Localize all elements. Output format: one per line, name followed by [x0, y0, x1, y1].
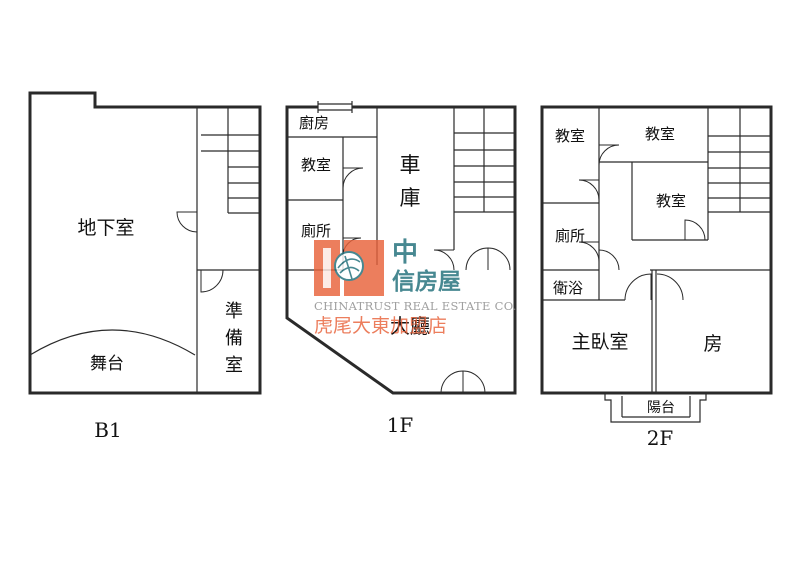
floor-label-1f: 1F: [387, 413, 414, 437]
room-balcony-label: 陽台: [647, 400, 675, 416]
room-hall-label: 大廳: [390, 314, 430, 338]
room-classroom-2f-c-label: 教室: [656, 192, 686, 210]
watermark-english-name: CHINATRUST REAL ESTATE CO.: [314, 299, 517, 313]
room-classroom-2f-b-label: 教室: [645, 125, 675, 143]
room-prep-label-3: 室: [225, 355, 243, 376]
room-basement-label: 地下室: [77, 217, 134, 239]
watermark-logo: 中 信房屋 CHINATRUST REAL ESTATE CO. 虎尾大東加盟店: [314, 238, 517, 337]
2f-balcony: [604, 393, 707, 423]
room-classroom-2f-a-label: 教室: [555, 127, 585, 145]
room-bedroom-label: 房: [703, 333, 722, 355]
2f-staircase: [708, 107, 771, 213]
brand-logo-mark: [314, 240, 384, 296]
floor-1f: 廚房 教室 廁所 車 庫 大廳 1F: [285, 101, 517, 437]
room-bath-label: 衛浴: [553, 279, 583, 297]
room-garage-label-2: 庫: [400, 186, 421, 210]
1f-staircase: [454, 107, 515, 213]
watermark-brand-char: 中: [392, 238, 418, 268]
room-master-bedroom-label: 主臥室: [571, 331, 628, 353]
room-prep-label-2: 備: [225, 328, 243, 349]
watermark-brand-name: 信房屋: [392, 268, 461, 295]
room-toilet-2f-label: 廁所: [555, 227, 585, 245]
room-garage-label-1: 車: [400, 153, 421, 177]
room-kitchen-label: 廚房: [299, 114, 329, 132]
floor-b1: 地下室 舞台 準 備 室 B1: [28, 91, 262, 442]
b1-staircase: [201, 107, 260, 214]
watermark-store-name: 虎尾大東加盟店: [314, 315, 447, 337]
1f-window: [317, 101, 353, 113]
room-stage-label: 舞台: [90, 354, 124, 374]
room-prep-label-1: 準: [225, 301, 243, 322]
room-classroom-1f-label: 教室: [301, 156, 331, 174]
floor-2f: 教室 教室 教室 廁所 衛浴 主臥室 房 陽台 2F: [540, 105, 773, 450]
room-toilet-1f-label: 廁所: [301, 222, 331, 240]
floor-label-b1: B1: [94, 418, 121, 442]
floor-label-2f: 2F: [647, 426, 674, 450]
